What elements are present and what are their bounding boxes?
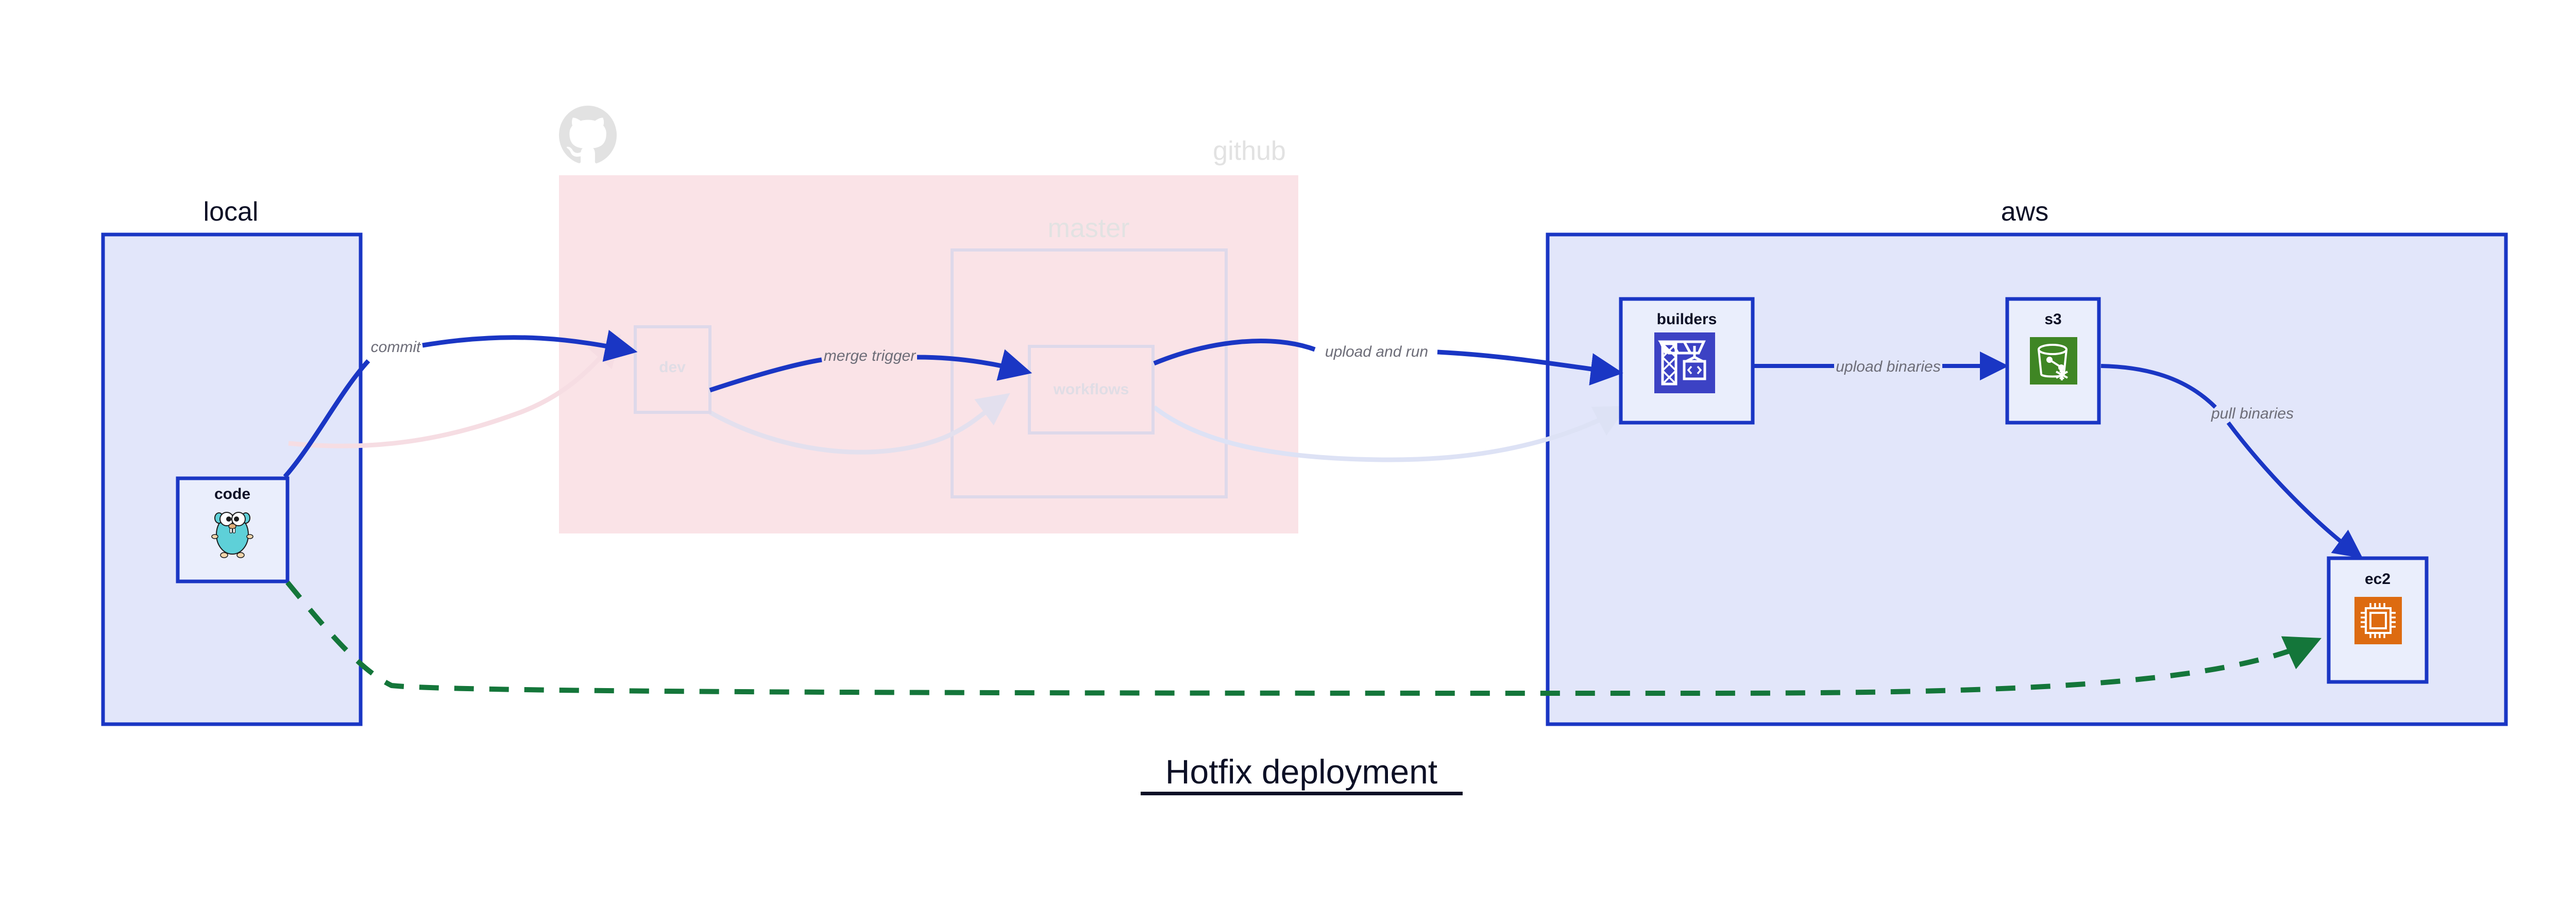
edge-pull-binaries-label: pull binaries [2211,405,2294,422]
node-workflows[interactable]: workflows [1028,345,1155,435]
aws-codebuild-icon [1654,332,1715,393]
node-dev[interactable]: dev [634,325,711,414]
edge-pull-binaries-line-a [2100,364,2217,409]
edge-merge-line-a [709,357,822,393]
edge-upload-run-line-a [1153,338,1316,366]
node-workflows-label: workflows [1053,381,1129,398]
ghost-edge-code-dev [288,334,621,448]
group-github-box [559,175,1298,533]
node-code-label: code [214,486,250,503]
ghost-edges [288,334,1628,462]
node-workflows-box[interactable] [1028,345,1155,435]
node-dev-box[interactable] [634,325,711,414]
node-builders[interactable]: builders [1619,297,1755,425]
node-ec2-label: ec2 [2365,571,2391,588]
github-octocat-icon [559,106,617,163]
group-master-label: master [1048,213,1130,243]
page-title-underline [1141,792,1463,795]
group-master: master [951,213,1228,498]
edge-commit-label: commit [371,339,421,356]
edge-commit-line-b [422,329,638,362]
node-dev-label: dev [659,359,686,376]
edge-merge-line-b [917,349,1032,381]
edge-merge-trigger-label: merge trigger [824,347,916,364]
group-github: github master [559,106,1298,533]
ghost-edge-dev-workflows [708,393,1010,455]
node-builders-label: builders [1657,311,1717,328]
aws-s3-glacier-icon [2030,337,2077,385]
diagram-title: Hotfix deployment [1141,753,1463,795]
edge-hotfix-direct-line [285,580,2321,696]
node-code[interactable]: code [176,476,290,583]
group-local-label: local [204,197,259,227]
edge-commit-line-a [283,359,370,478]
group-local: local [101,197,363,726]
node-s3[interactable]: s3 [2005,297,2101,425]
group-github-label: github [1213,136,1286,166]
go-gopher-icon [211,512,253,558]
edge-upload-run-line-b [1437,349,1623,386]
group-aws-label: aws [2001,197,2048,227]
group-master-box [951,248,1228,498]
edge-upload-and-run-label: upload and run [1325,343,1428,360]
ghost-edge-workflows-builders [1153,405,1628,462]
main-edges: commit merge trigger upload and run uplo… [283,329,2363,696]
node-ec2[interactable]: ec2 [2327,556,2429,684]
edge-pull-binaries-line-b [2226,421,2363,559]
edge-upload-binaries-label: upload binaries [1836,358,1940,375]
page-title: Hotfix deployment [1165,753,1437,791]
aws-ec2-icon [2354,597,2402,644]
node-s3-label: s3 [2044,311,2061,328]
